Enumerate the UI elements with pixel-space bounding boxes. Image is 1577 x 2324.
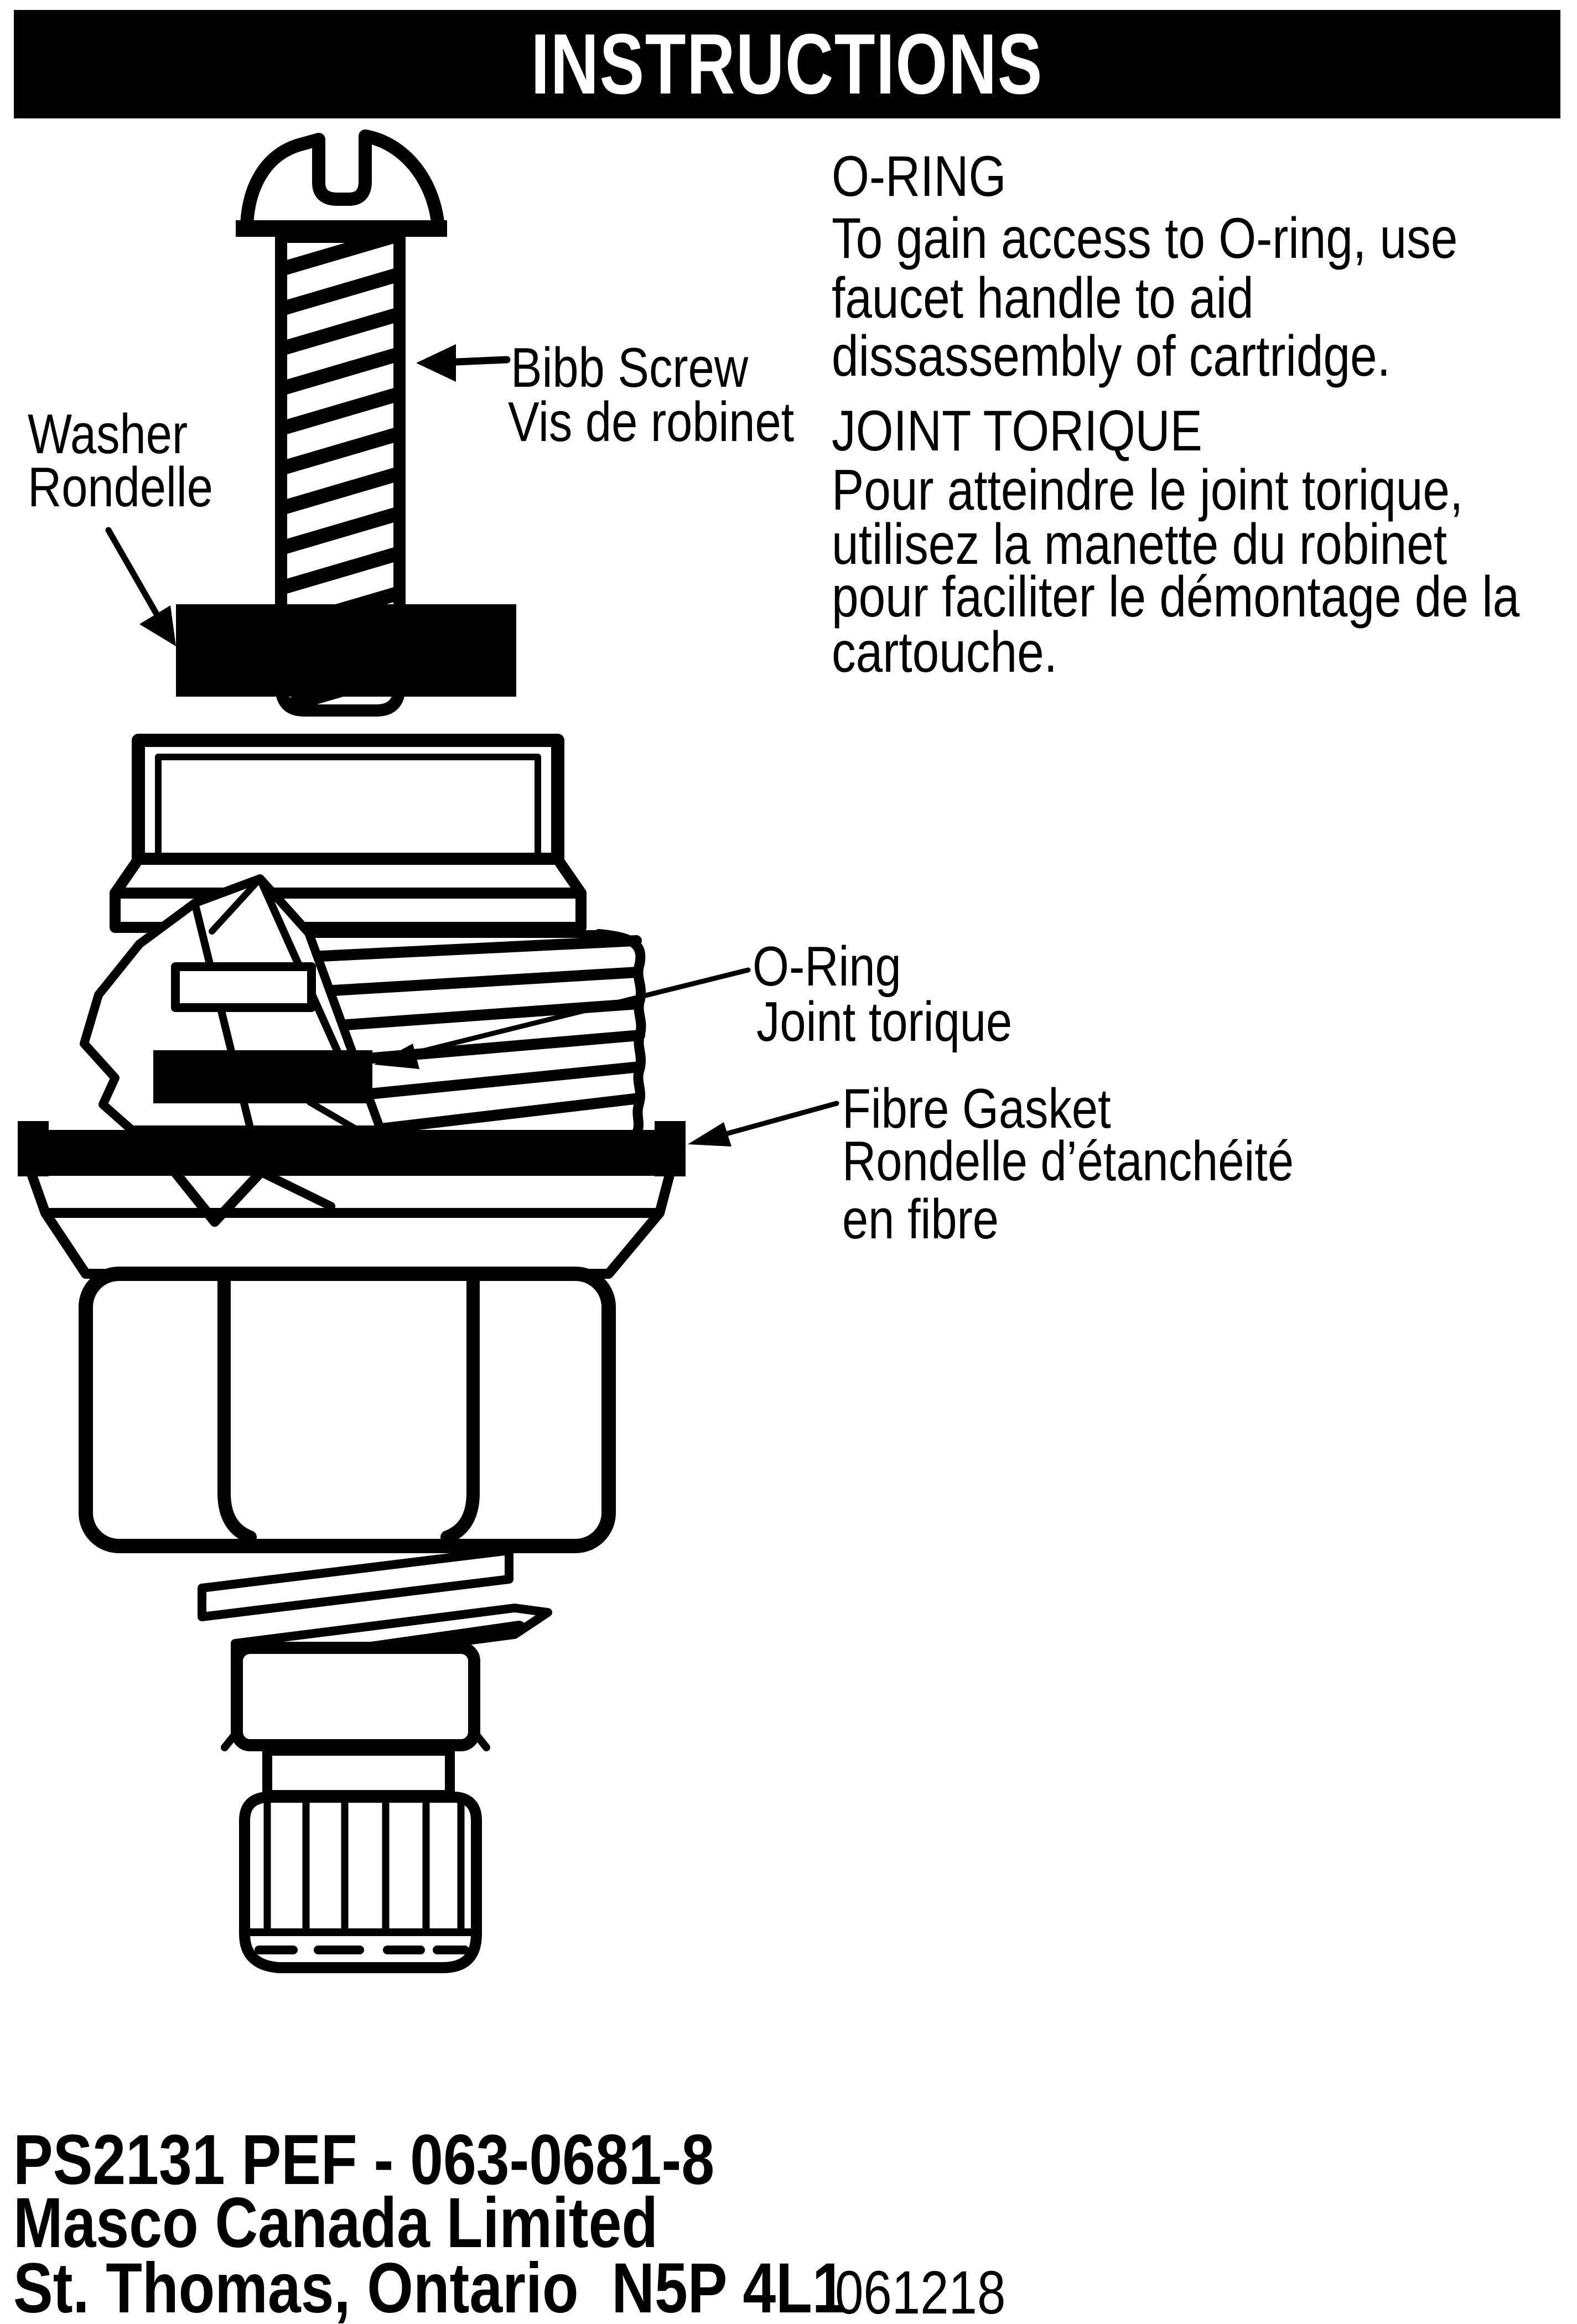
washer-shape xyxy=(176,604,516,697)
bibb-screw-label-fr: Vis de robinet xyxy=(508,391,795,453)
o-ring-label-en: O-Ring xyxy=(753,936,901,998)
company-address: St. Thomas, Ontario N5P 4L1 xyxy=(13,2249,845,2324)
instruction-line: faucet handle to aid xyxy=(832,266,1254,330)
flange-step-2 xyxy=(40,1208,665,1279)
callout-arrows xyxy=(105,344,839,1147)
instruction-line: dissassembly of cartridge. xyxy=(832,324,1391,388)
hex-body xyxy=(79,1267,616,1553)
cutaway-slot xyxy=(171,962,316,1012)
flange-notch-2 xyxy=(210,1168,265,1227)
washer-label-en: Washer xyxy=(28,403,188,465)
cutaway-facet-4 xyxy=(307,1099,361,1133)
bibb-screw-label-en: Bibb Screw xyxy=(511,337,749,399)
oring-heading-en: O-RING xyxy=(832,144,1007,209)
fibre-gasket-arrow xyxy=(688,1101,839,1147)
flange-notch-1 xyxy=(161,1156,220,1227)
part-number: PS2131 PEF - 063-0681-8 xyxy=(13,2120,715,2200)
washer-arrow xyxy=(105,527,176,646)
fibre-gasket-label-en: Fibre Gasket xyxy=(842,1078,1111,1140)
bibb-screw-arrow xyxy=(416,344,511,382)
spiral-band-upper xyxy=(198,1546,513,1621)
company-name: Masco Canada Limited xyxy=(13,2183,658,2263)
cartridge-body-drawing xyxy=(18,734,686,1973)
spiral-stem xyxy=(198,1546,552,1751)
o-ring-label-fr: Joint torique xyxy=(756,991,1013,1053)
flange-notch-3 xyxy=(247,1163,335,1211)
o-ring-band xyxy=(153,1050,372,1103)
instruction-line: To gain access to O-ring, use xyxy=(832,206,1458,271)
fibre-gasket-label-fr: Rondelle d’étanchéité xyxy=(842,1130,1294,1192)
flange-step-1 xyxy=(25,1166,676,1218)
stem-block xyxy=(231,1642,480,1751)
hex-divider-left xyxy=(217,1273,257,1544)
hex-divider-right xyxy=(440,1273,480,1544)
fibre-gasket-band xyxy=(18,1121,686,1176)
instruction-line: cartouche. xyxy=(832,620,1057,684)
instruction-line: Pour atteindre le joint torique, xyxy=(832,458,1464,522)
spline-tip xyxy=(239,1792,482,1973)
cutaway-facet-3 xyxy=(209,875,263,935)
screw-head xyxy=(240,129,445,234)
title-banner: INSTRUCTIONS xyxy=(14,10,1560,118)
stem-foot-right xyxy=(469,1727,490,1751)
washer-label-fr: Rondelle xyxy=(28,456,213,518)
stem-foot-left xyxy=(221,1727,242,1751)
instruction-line: utilisez la manette du robinet xyxy=(832,512,1448,577)
fibre-gasket-label-fr: en fibre xyxy=(842,1189,999,1251)
page-title: INSTRUCTIONS xyxy=(531,16,1044,112)
tip-neck xyxy=(262,1746,455,1800)
instruction-line: pour faciliter le démontage de la xyxy=(832,565,1520,629)
o-ring-arrow xyxy=(374,967,751,1069)
date-code: 061218 xyxy=(835,2259,1006,2324)
spline-ribs xyxy=(263,1798,465,1934)
oring-heading-fr: JOINT TORIQUE xyxy=(832,399,1202,463)
cartridge-cutaway xyxy=(80,874,385,1134)
